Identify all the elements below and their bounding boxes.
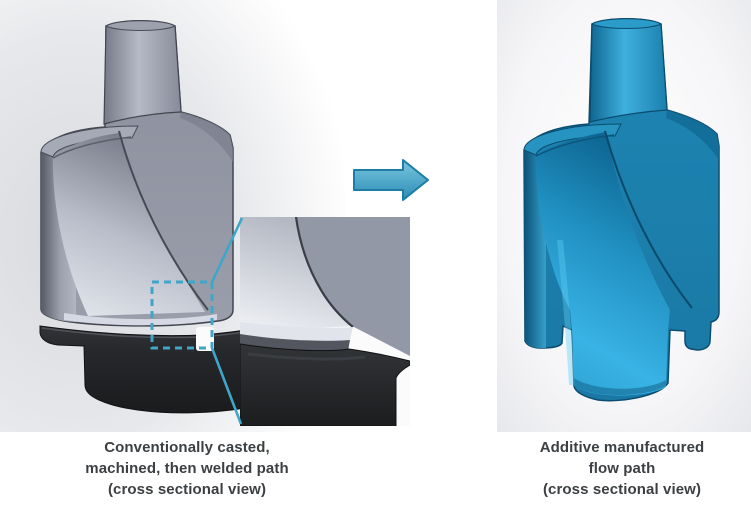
additive-inlet-stem (589, 18, 668, 123)
machined-body (40, 20, 234, 327)
caption-line: flow path (588, 460, 656, 477)
inset-weld-seam (240, 322, 353, 341)
callout-leader-line-bottom (210, 347, 243, 425)
inset-funnel-surface (240, 217, 353, 332)
process-arrow-icon (353, 159, 429, 201)
caption-line: Additive manufactured (539, 439, 705, 456)
zoom-callout-box-icon (150, 280, 214, 350)
additive-part-image (497, 0, 751, 432)
inset-flat-face (296, 217, 410, 356)
additive-flow-funnel-surface (535, 132, 670, 396)
caption-line: Conventionally casted, (104, 439, 270, 456)
weld-groove-slot (196, 327, 214, 351)
detail-inset-image (240, 217, 410, 426)
flow-funnel-surface (52, 133, 205, 316)
caption-line: machined, then welded path (85, 460, 289, 477)
stem-top-face (104, 20, 177, 31)
caption-line: (cross sectional view) (107, 481, 267, 498)
detail-callout (150, 217, 244, 425)
additive-caption: Additive manufactured flow path (cross s… (492, 437, 751, 500)
additive-stem-top-face (590, 18, 663, 29)
weld-seam-highlight (64, 313, 217, 326)
caption-line: (cross sectional view) (542, 481, 702, 498)
figure-canvas (0, 0, 751, 432)
callout-leader-line-top (210, 217, 244, 283)
cylinder-rim (40, 125, 139, 158)
conventional-caption: Conventionally casted, machined, then we… (27, 437, 347, 500)
additive-cylinder-rim (523, 123, 622, 156)
inset-welded-section (240, 343, 410, 426)
inlet-stem (103, 20, 182, 125)
